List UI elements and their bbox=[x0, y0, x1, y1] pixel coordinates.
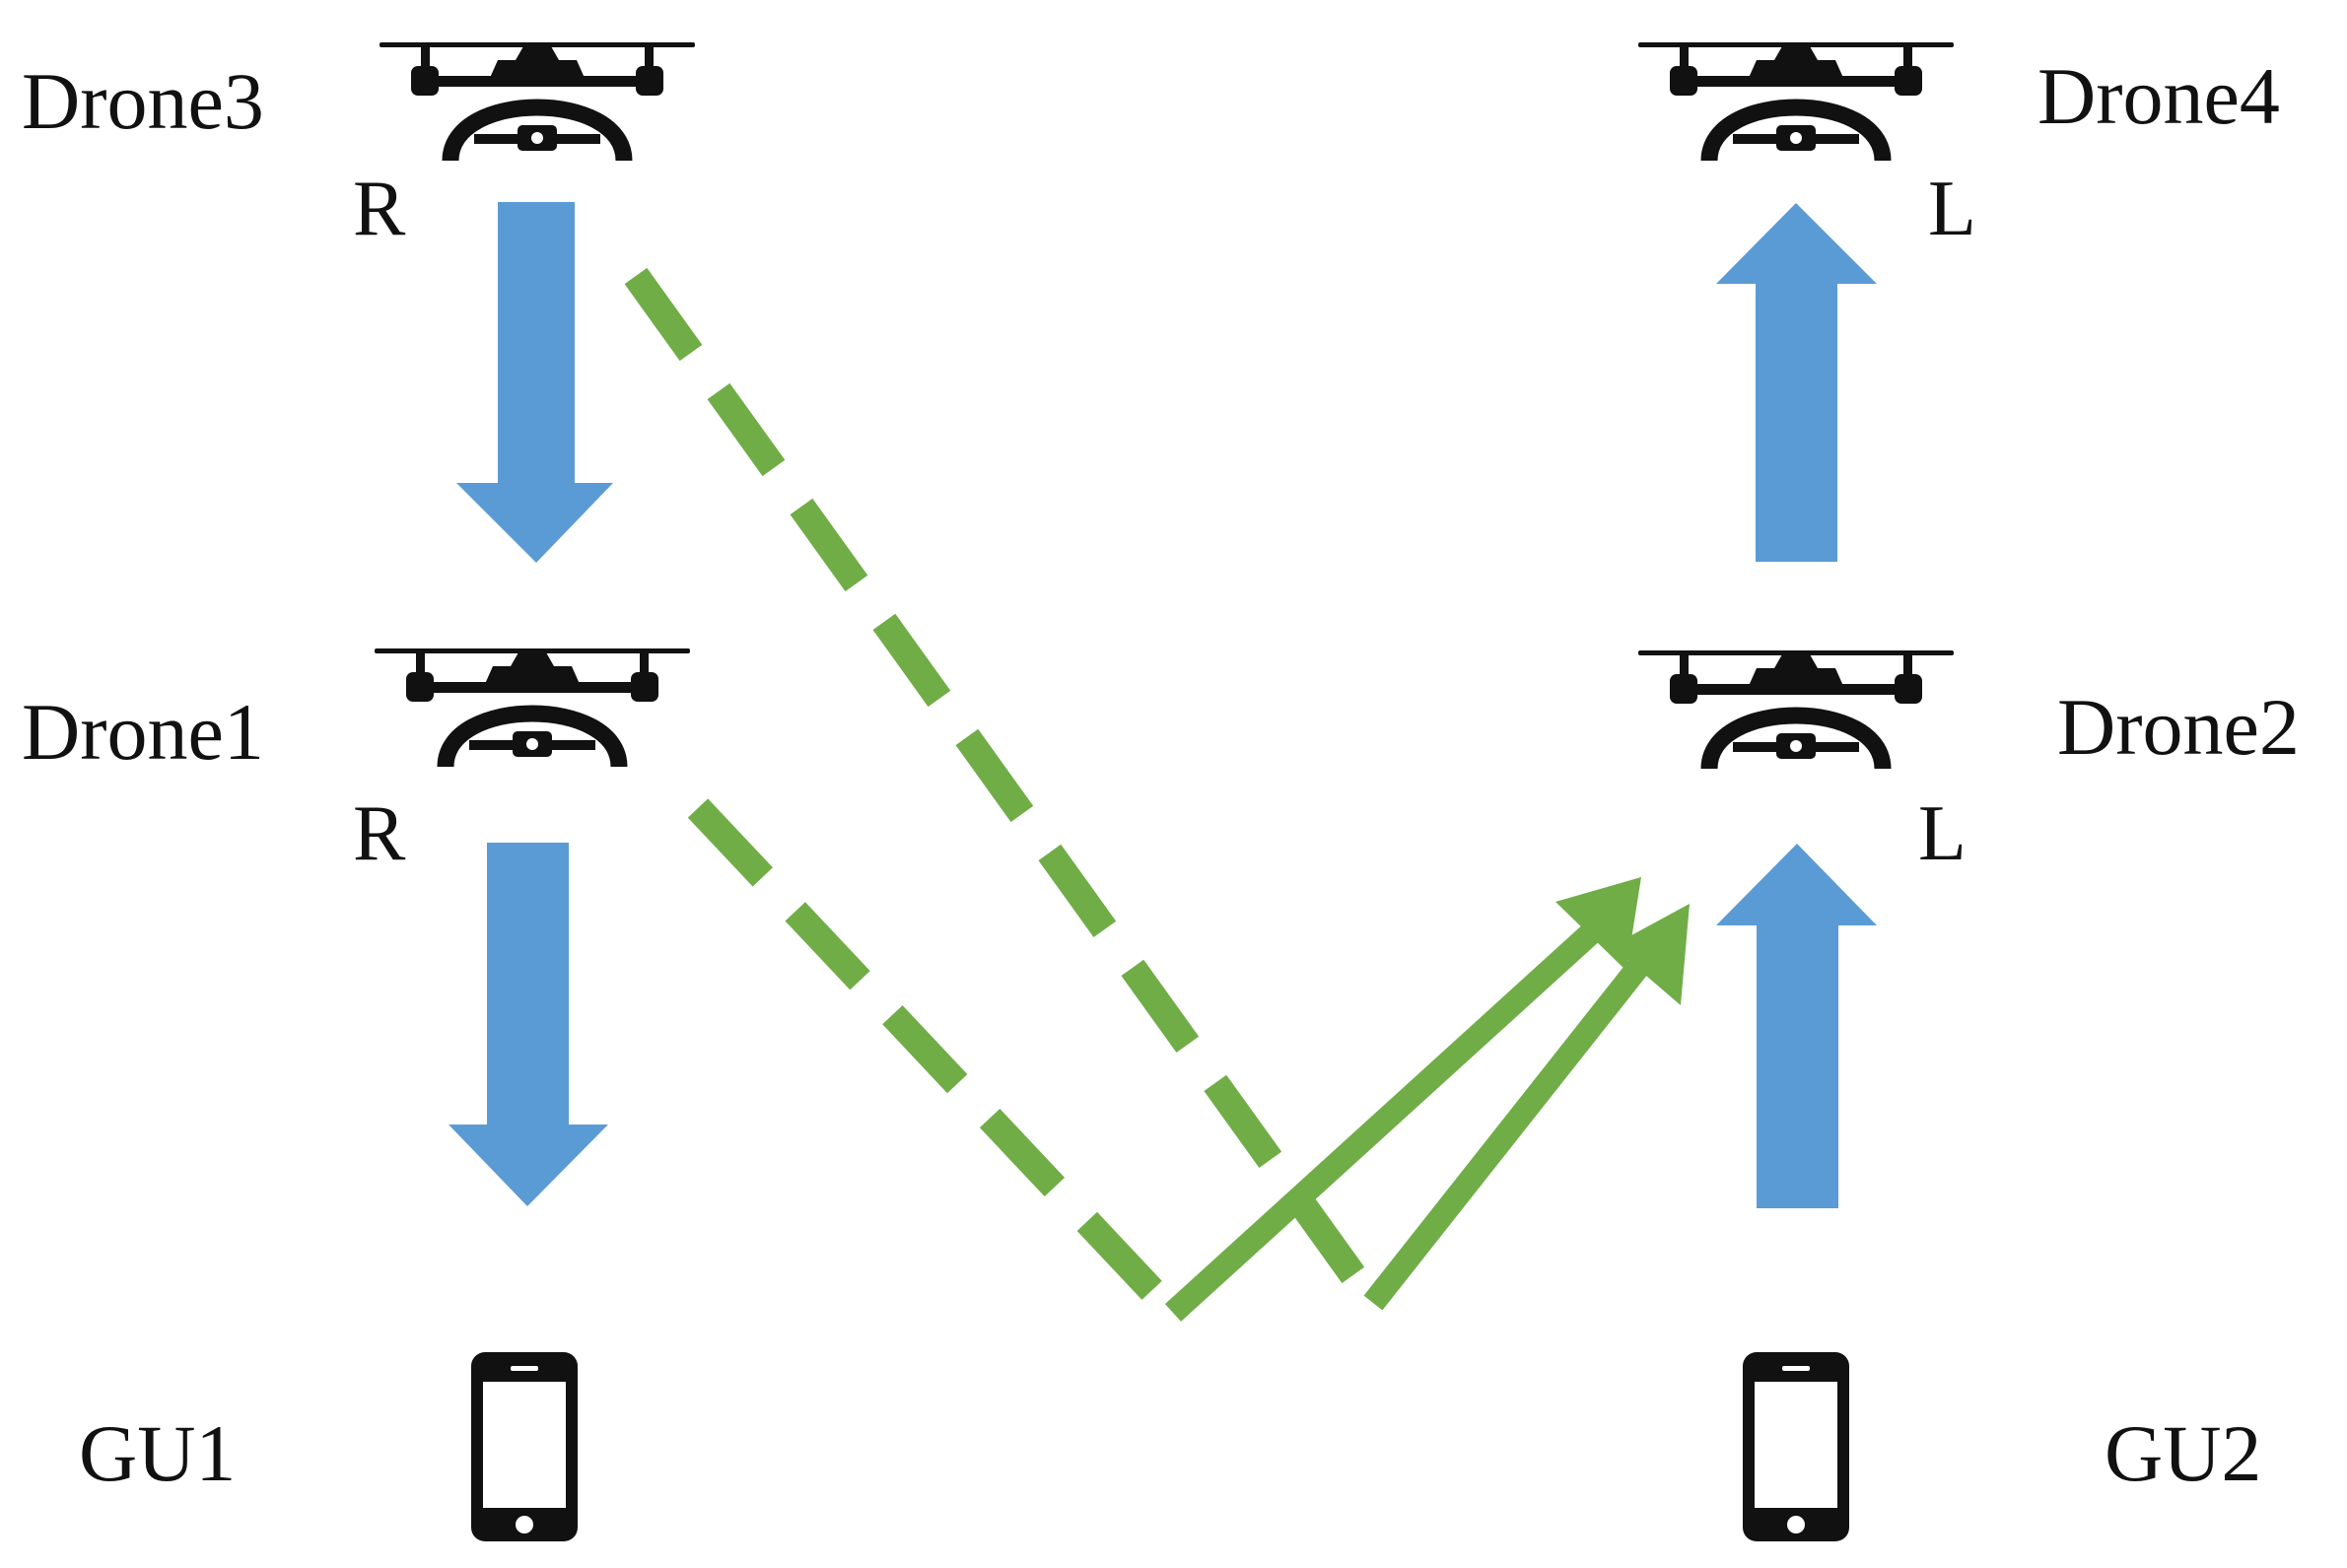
arrow-drone3-to-drone1 bbox=[456, 202, 613, 563]
arrow-gu2-to-drone2 bbox=[1716, 844, 1877, 1208]
drone2-side-label: L bbox=[1918, 790, 1967, 877]
gu2-label: GU2 bbox=[2105, 1408, 2261, 1498]
reflected-paths bbox=[624, 267, 1690, 1323]
solid-path-reflection-2 bbox=[1363, 948, 1657, 1311]
drone4-side-label: L bbox=[1928, 166, 1976, 252]
drone-icon bbox=[1638, 650, 1954, 769]
gu1-label: GU1 bbox=[79, 1408, 236, 1498]
reflection-arrowhead-2 bbox=[1612, 904, 1690, 1005]
smartphone-icon bbox=[1743, 1352, 1849, 1541]
drone3-label: Drone3 bbox=[22, 56, 264, 146]
dashed-path-drone1 bbox=[687, 798, 1184, 1323]
drone2-label: Drone2 bbox=[2057, 682, 2300, 772]
dashed-path-drone3 bbox=[624, 267, 1385, 1312]
drone4-label: Drone4 bbox=[2037, 51, 2280, 141]
solid-path-reflection-1 bbox=[1164, 921, 1603, 1322]
drone-icon bbox=[380, 42, 695, 161]
arrow-drone2-to-drone4 bbox=[1716, 203, 1877, 562]
drone1-side-label: R bbox=[353, 790, 406, 877]
drone-icon bbox=[1638, 42, 1954, 161]
drone1-label: Drone1 bbox=[22, 687, 264, 777]
drone3-side-label: R bbox=[353, 166, 406, 252]
drone-icon bbox=[375, 648, 690, 767]
link-arrows bbox=[449, 202, 1877, 1208]
smartphone-icon bbox=[471, 1352, 578, 1541]
arrow-drone1-to-gu1 bbox=[449, 843, 608, 1206]
